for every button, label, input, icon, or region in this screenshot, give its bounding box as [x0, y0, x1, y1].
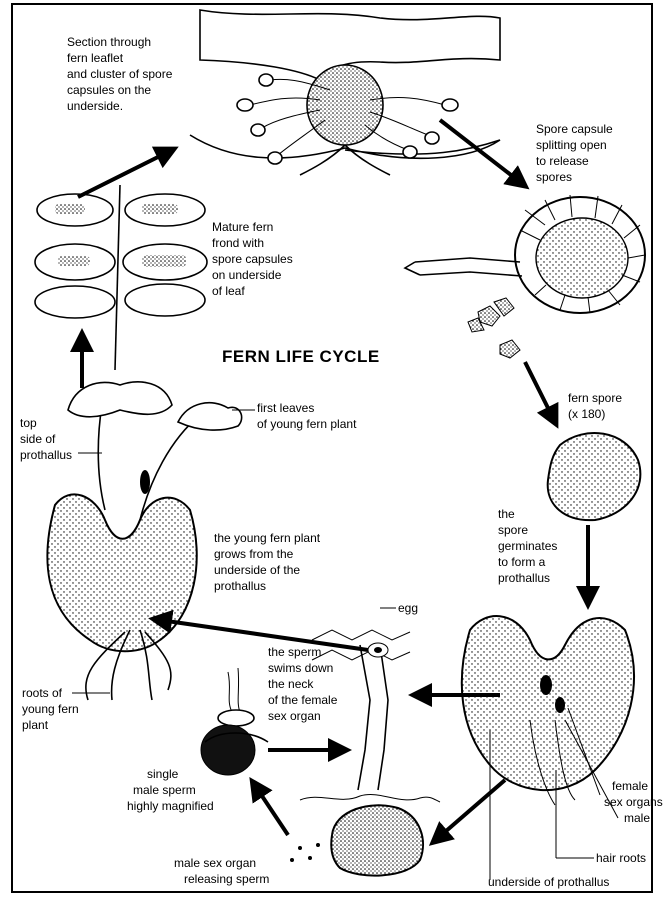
label-hair-roots: hair roots	[596, 851, 646, 865]
arrow-frond-to-section	[78, 152, 168, 197]
label-germinates-line: spore	[498, 523, 528, 537]
label-male: male	[624, 811, 650, 825]
label-mature-frond-line: frond with	[212, 236, 264, 250]
label-section-line: Section through	[67, 35, 151, 49]
label-underside: underside of prothallus	[488, 875, 609, 889]
label-female-line: sex organs	[604, 795, 663, 809]
arrow-male-organ-to-sperm	[256, 787, 288, 835]
label-capsule-split: Spore capsule splitting open to release …	[536, 122, 616, 184]
mature-frond-illustration	[35, 185, 207, 370]
diagram-title: FERN LIFE CYCLE	[222, 347, 380, 366]
label-first-leaves-line: first leaves	[257, 401, 314, 415]
label-single-sperm-line: single	[147, 767, 179, 781]
label-male-organ-line: releasing sperm	[184, 872, 269, 886]
label-top-side: top side of prothallus	[20, 416, 72, 462]
male-organ-illustration	[290, 795, 440, 876]
label-sperm-swims: the sperm swims down the neck of the fem…	[268, 645, 341, 723]
label-germinates-line: germinates	[498, 539, 557, 553]
label-section-line: and cluster of spore	[67, 67, 173, 81]
label-mature-frond-line: spore capsules	[212, 252, 293, 266]
label-mature-frond-line: Mature fern	[212, 220, 273, 234]
label-sperm-swims-line: of the female	[268, 693, 338, 707]
label-young-plant: the young fern plant grows from the unde…	[214, 531, 323, 593]
label-sperm-swims-line: swims down	[268, 661, 333, 675]
label-sperm-swims-line: the neck	[268, 677, 314, 691]
label-young-plant-line: prothallus	[214, 579, 266, 593]
label-roots-line: roots of	[22, 686, 63, 700]
label-female: female sex organs	[604, 779, 663, 809]
label-section: Section through fern leaflet and cluster…	[67, 35, 176, 113]
label-single-sperm-line: male sperm	[133, 783, 196, 797]
label-first-leaves: first leaves of young fern plant	[257, 401, 357, 431]
label-young-plant-line: grows from the	[214, 547, 294, 561]
arrow-prothallus-to-male-organ	[438, 780, 505, 838]
prothallus-illustration	[462, 616, 634, 805]
label-germinates: the spore germinates to form a prothallu…	[498, 507, 561, 585]
label-capsule-line: Spore capsule	[536, 122, 613, 136]
label-top-side-line: prothallus	[20, 448, 72, 462]
label-sperm-swims-line: the sperm	[268, 645, 321, 659]
label-section-line: capsules on the	[67, 83, 151, 97]
label-young-plant-line: the young fern plant	[214, 531, 321, 545]
label-section-line: underside.	[67, 99, 123, 113]
spore-capsule-illustration	[405, 195, 645, 358]
label-capsule-line: to release	[536, 154, 589, 168]
label-mature-frond-line: of leaf	[212, 284, 245, 298]
label-egg: egg	[398, 601, 418, 615]
young-fern-plant-illustration	[47, 382, 241, 700]
arrow-capsule-to-spore	[525, 362, 553, 418]
label-top-side-line: top	[20, 416, 37, 430]
label-male-organ: male sex organ releasing sperm	[174, 856, 269, 886]
label-capsule-line: splitting open	[536, 138, 607, 152]
label-young-plant-line: underside of the	[214, 563, 300, 577]
label-germinates-line: the	[498, 507, 515, 521]
egg-organ-illustration	[312, 630, 410, 790]
label-capsule-line: spores	[536, 170, 572, 184]
leaflet-section-illustration	[190, 10, 500, 175]
label-top-side-line: side of	[20, 432, 56, 446]
label-roots-line: plant	[22, 718, 49, 732]
label-germinates-line: prothallus	[498, 571, 550, 585]
label-female-line: female	[612, 779, 648, 793]
label-sperm-swims-line: sex organ	[268, 709, 321, 723]
label-first-leaves-line: of young fern plant	[257, 417, 357, 431]
label-single-sperm: single male sperm highly magnified	[127, 767, 214, 813]
sperm-illustration	[201, 668, 268, 775]
label-mature-frond: Mature fern frond with spore capsules on…	[212, 220, 296, 298]
label-mature-frond-line: on underside	[212, 268, 282, 282]
label-single-sperm-line: highly magnified	[127, 799, 214, 813]
label-fern-spore-line: (x 180)	[568, 407, 605, 421]
fern-spore-illustration	[548, 433, 641, 520]
label-germinates-line: to form a	[498, 555, 546, 569]
label-male-organ-line: male sex organ	[174, 856, 256, 870]
arrow-egg-to-young-plant	[160, 620, 368, 650]
label-roots-line: young fern	[22, 702, 79, 716]
label-fern-spore-line: fern spore	[568, 391, 622, 405]
label-section-line: fern leaflet	[67, 51, 124, 65]
label-fern-spore: fern spore (x 180)	[568, 391, 625, 421]
